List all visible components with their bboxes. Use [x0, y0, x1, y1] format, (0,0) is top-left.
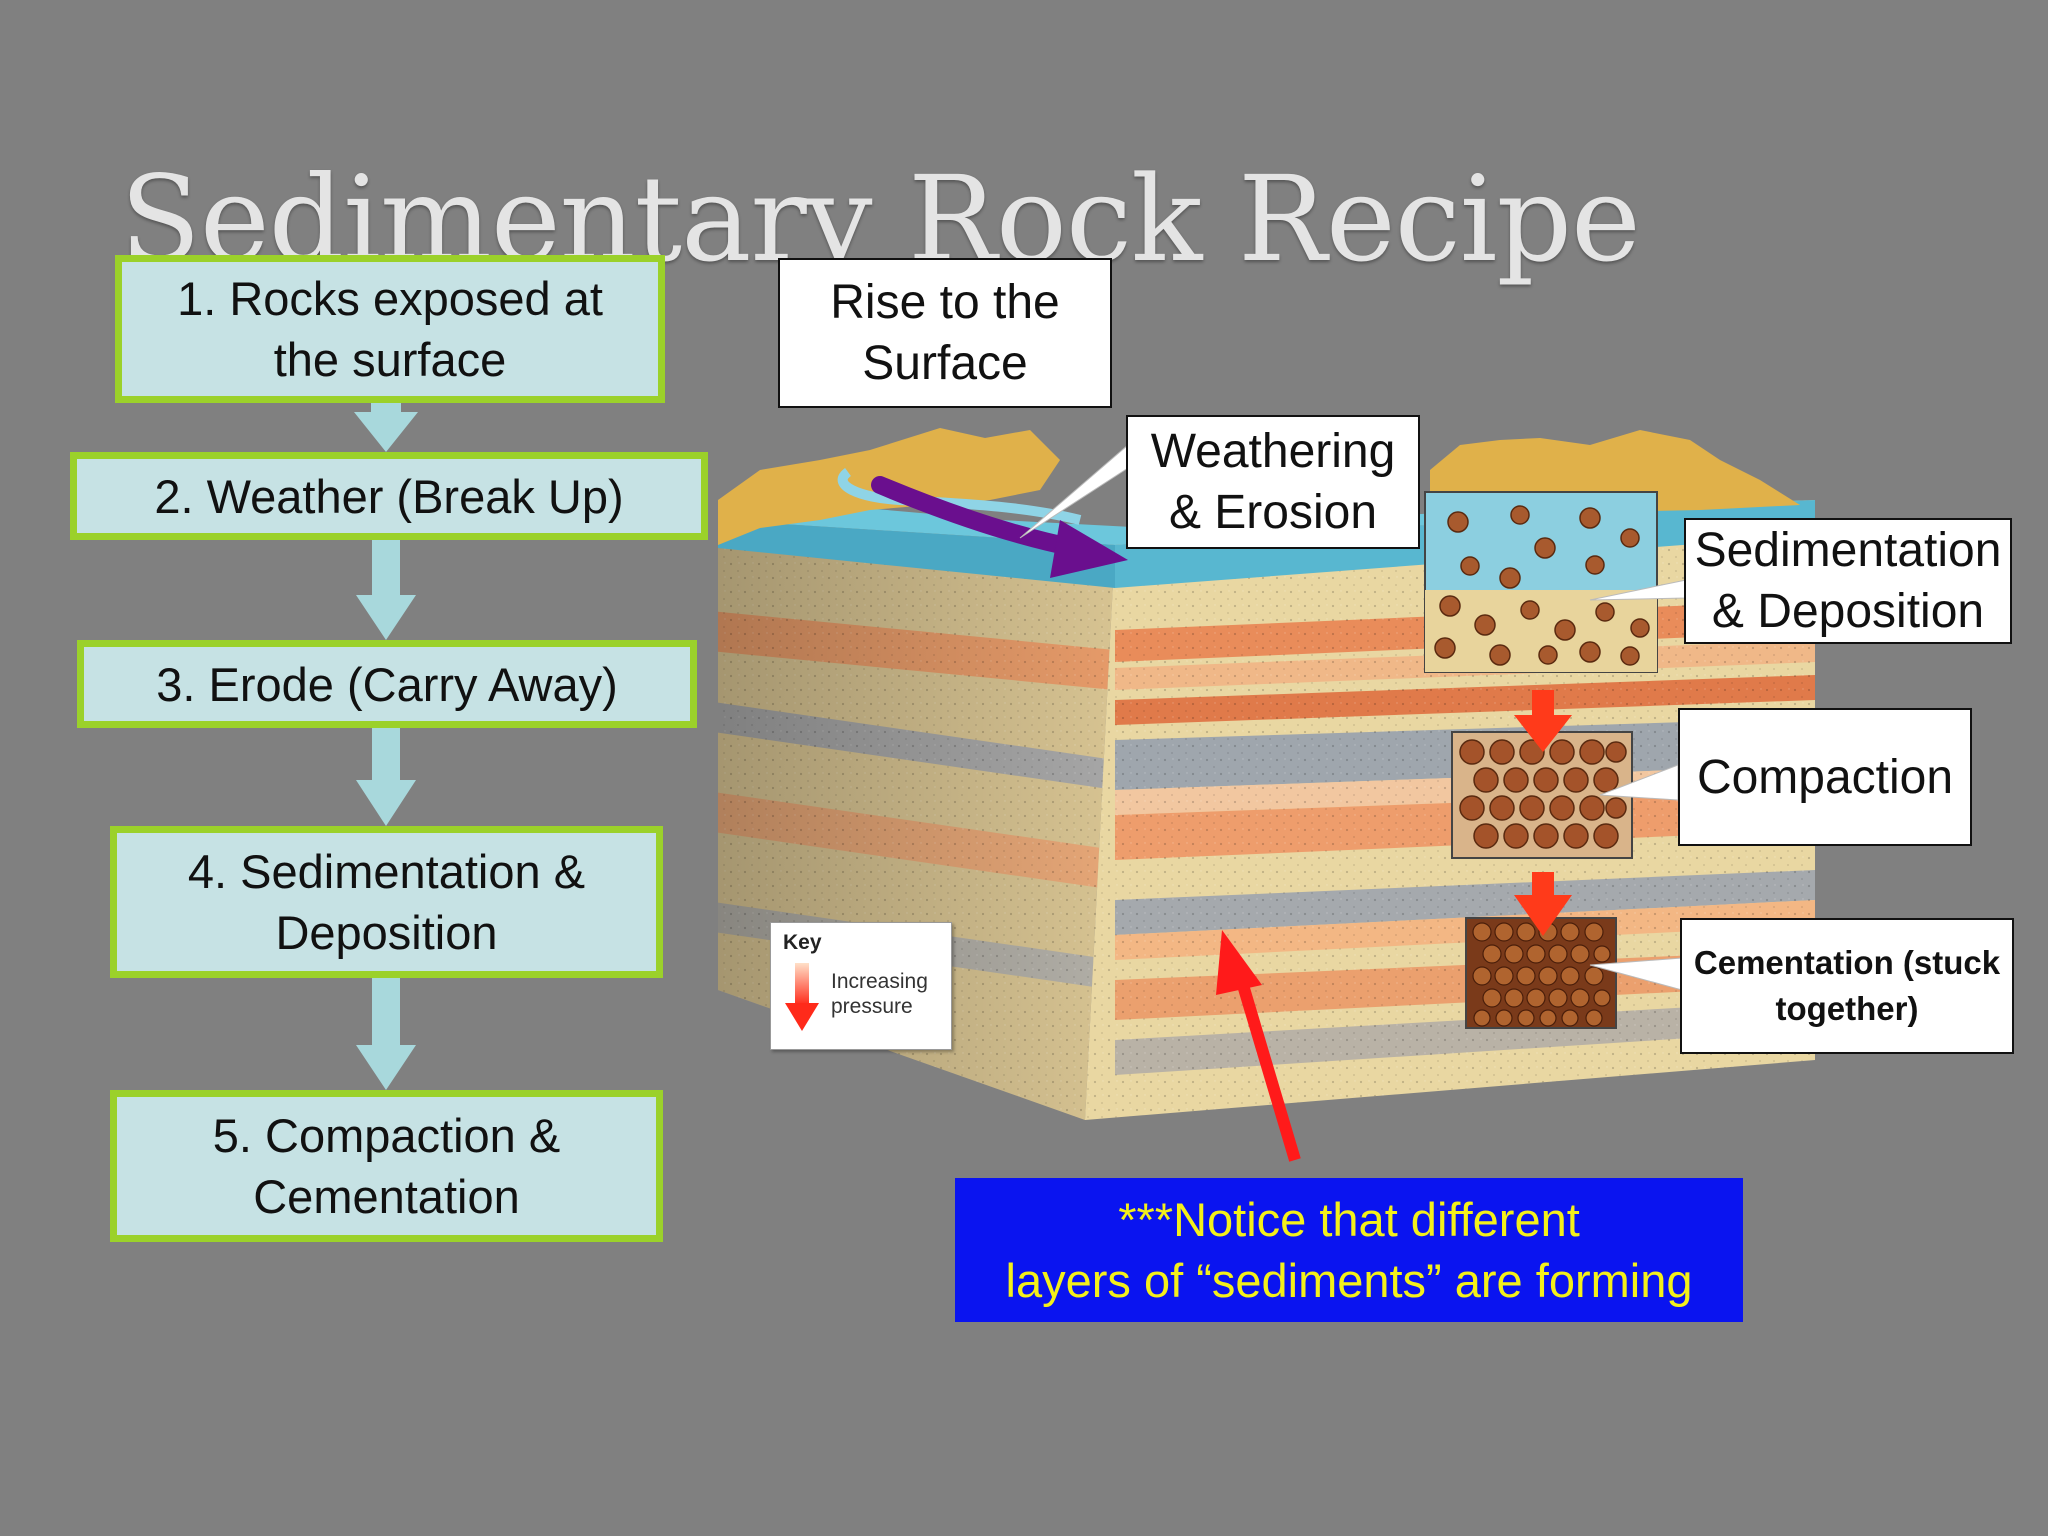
notice-arrow-shaft — [1234, 973, 1301, 1162]
label-sedimentation-deposition: Sedimentation & Deposition — [1684, 518, 2012, 644]
erosion-arrowhead — [1050, 520, 1128, 578]
pressure-arrow-icon — [785, 963, 819, 1031]
connector-arrow-3 — [356, 727, 416, 826]
pressure-arrow-2 — [1514, 872, 1572, 936]
key-title: Key — [783, 931, 822, 954]
connector-arrow-2 — [356, 538, 416, 640]
notice-arrowhead — [1216, 930, 1262, 995]
cementation-inset — [1465, 917, 1617, 1029]
step-4-box: 4. Sedimentation & Deposition — [110, 826, 663, 978]
step-2-box: 2. Weather (Break Up) — [70, 452, 708, 540]
label-compaction: Compaction — [1678, 708, 1972, 846]
sedimentation-inset — [1424, 491, 1658, 673]
label-rise-to-surface: Rise to the Surface — [778, 258, 1112, 408]
pressure-arrow-1 — [1514, 690, 1572, 752]
step-3-box: 3. Erode (Carry Away) — [77, 640, 697, 728]
connector-arrow-4 — [356, 975, 416, 1090]
erosion-arrow — [871, 476, 1084, 557]
step-5-box: 5. Compaction & Cementation — [110, 1090, 663, 1242]
step-connectors — [354, 400, 418, 1090]
step-1-box: 1. Rocks exposed at the surface — [115, 255, 665, 403]
label-cementation: Cementation (stuck together) — [1680, 918, 2014, 1054]
label-weathering-erosion: Weathering & Erosion — [1126, 415, 1420, 549]
pressure-key: Key Increasing pressure — [770, 922, 952, 1050]
water-side-edge — [718, 520, 1115, 588]
connector-arrow-1 — [354, 400, 418, 452]
notice-banner: ***Notice that different layers of “sedi… — [955, 1178, 1743, 1322]
key-label: Increasing pressure — [831, 970, 928, 1018]
